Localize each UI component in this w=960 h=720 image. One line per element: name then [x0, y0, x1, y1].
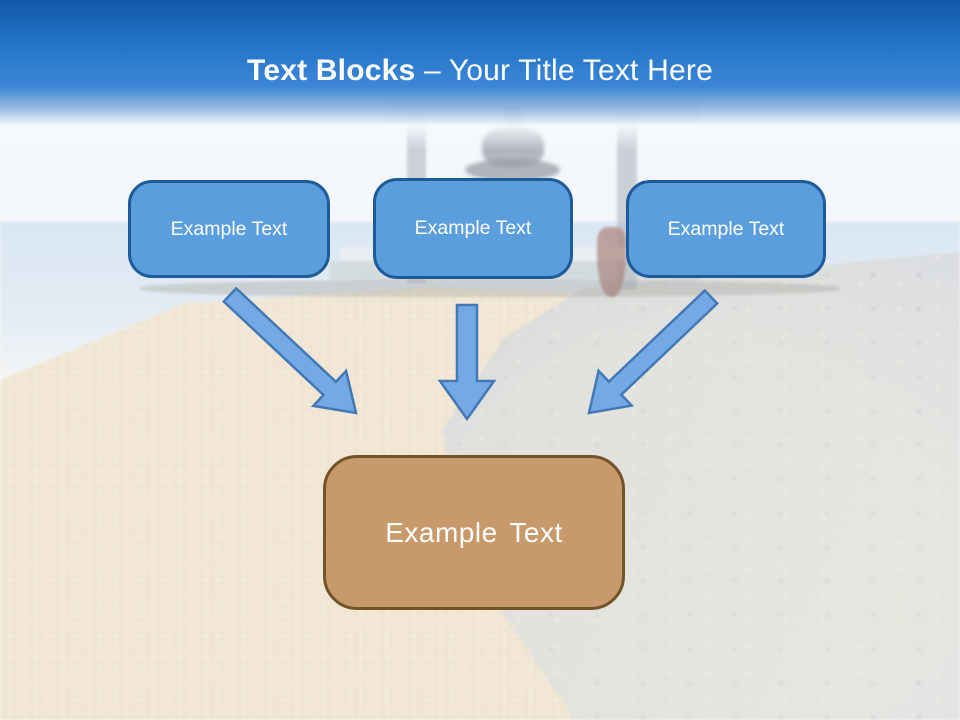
text-block-3: Example Text: [626, 180, 826, 278]
text-block-2: Example Text: [373, 178, 573, 279]
slide-title: Text Blocks – Your Title Text Here: [0, 54, 960, 88]
title-bold-segment: Text Blocks: [247, 54, 416, 87]
text-block-1: Example Text: [128, 180, 330, 278]
text-block-2-label: Example Text: [414, 217, 532, 239]
person-crossed-legs: [465, 159, 560, 181]
arrow-left-icon: [222, 286, 358, 415]
text-block-3-label: Example Text: [667, 217, 785, 240]
center-text-block-label: Example Text: [385, 516, 563, 548]
arrow-center-icon: [437, 303, 497, 422]
header-gradient-band: [0, 0, 960, 150]
arrow-right-icon: [587, 288, 719, 415]
text-block-1-label: Example Text: [170, 217, 288, 240]
title-regular-segment: – Your Title Text Here: [423, 54, 713, 87]
center-text-block: Example Text: [323, 455, 625, 610]
clay-pot: [597, 227, 626, 297]
pebble-strip: [140, 280, 840, 297]
